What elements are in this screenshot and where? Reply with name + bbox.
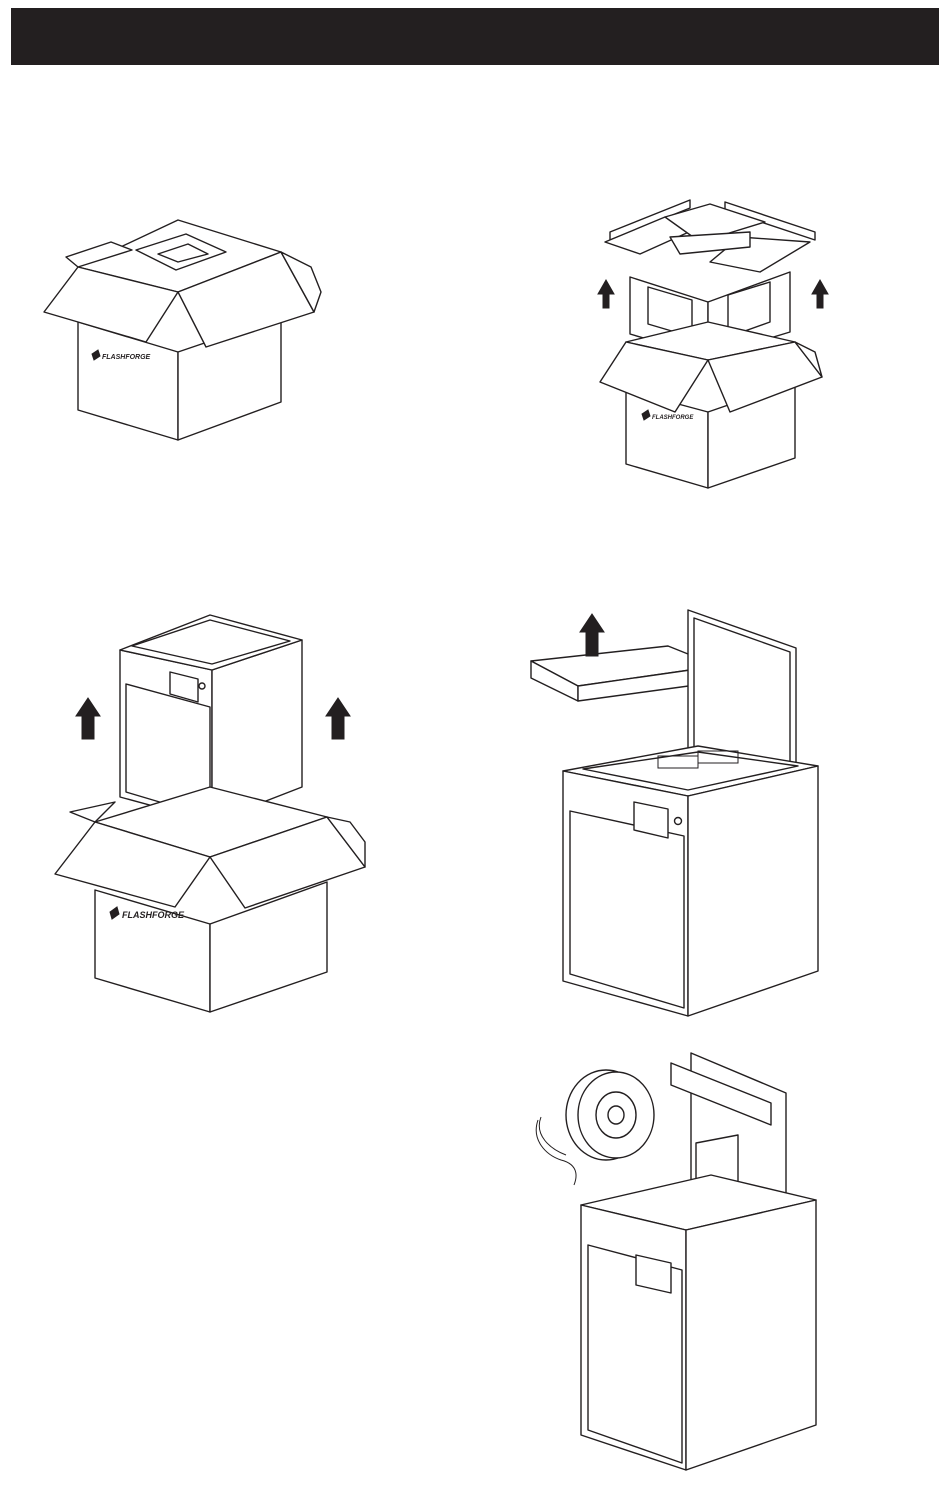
foam-removal-illustration: FLASHFORGE xyxy=(590,192,830,492)
header-bar xyxy=(11,8,939,65)
shipping-box-icon: FLASHFORGE xyxy=(36,212,326,447)
filament-spool-icon xyxy=(566,1070,654,1160)
up-arrow-icon xyxy=(326,698,350,739)
figure-open-box: FLASHFORGE xyxy=(36,212,326,447)
figure-remove-foam: FLASHFORGE xyxy=(590,192,830,492)
brand-logo: FLASHFORGE xyxy=(122,910,185,920)
figure-remove-foam-block xyxy=(528,606,828,1026)
up-arrow-icon xyxy=(812,280,828,308)
up-arrow-icon xyxy=(598,280,614,308)
printer-lift-illustration: FLASHFORGE xyxy=(50,612,380,1017)
brand-logo: FLASHFORGE xyxy=(652,415,694,421)
up-arrow-icon xyxy=(580,614,604,656)
figure-lift-printer: FLASHFORGE xyxy=(50,612,380,1017)
brand-logo: FLASHFORGE xyxy=(102,354,151,361)
printer-accessories-illustration xyxy=(526,1045,826,1475)
figure-remove-accessories xyxy=(526,1045,826,1475)
up-arrow-icon xyxy=(76,698,100,739)
printer-open-lid-illustration xyxy=(528,606,828,1026)
